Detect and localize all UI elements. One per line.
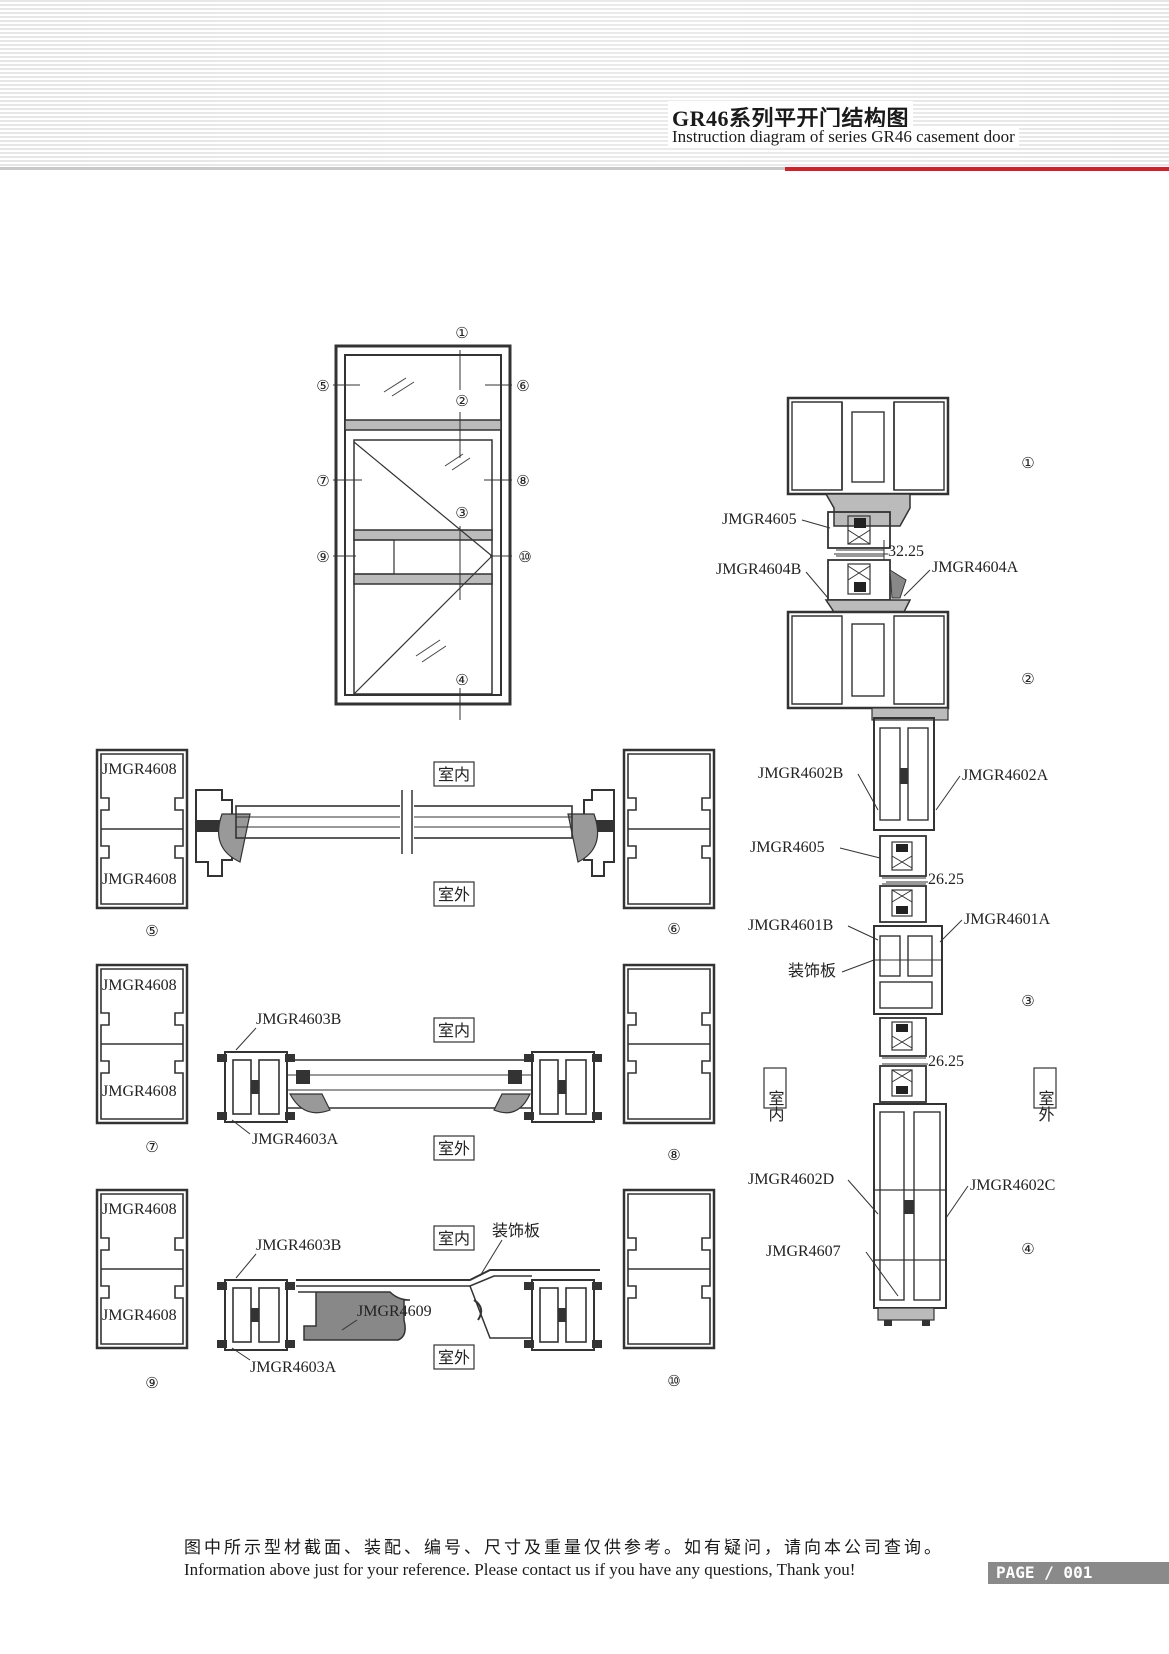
s5-number: ⑤ [145, 922, 158, 940]
callout-8: ⑧ [516, 472, 529, 490]
s8-number: ⑧ [667, 1146, 680, 1164]
header-rule-grey [0, 167, 785, 170]
s7-label-bottom: JMGR4608 [102, 1083, 177, 1100]
s5-label-top: JMGR4608 [102, 761, 177, 778]
vs-label-4602d: JMGR4602D [748, 1171, 834, 1188]
callout-3: ③ [455, 504, 468, 522]
vs-label-4602b: JMGR4602B [758, 765, 843, 782]
s10-number: ⑩ [667, 1372, 680, 1390]
s78-label-4603a: JMGR4603A [252, 1131, 339, 1148]
s910-indoor: 室内 [438, 1229, 470, 1248]
section-5-6: 室内 室外 JMGR4608 JMGR4608 ⑤ ⑥ [95, 748, 716, 940]
vs-dim-2: 26.25 [928, 871, 964, 888]
s910-decor-label: 装饰板 [492, 1221, 540, 1240]
s56-outdoor: 室外 [438, 885, 470, 904]
s78-indoor: 室内 [438, 1021, 470, 1040]
s9-number: ⑨ [145, 1374, 158, 1392]
vs-mark-1: ① [1021, 454, 1034, 472]
vs-label-4601b: JMGR4601B [748, 917, 833, 934]
section-9-10: 室内 室外 装饰板 JMGR4608 JMGR4608 JMGR4603B JM… [95, 1188, 716, 1392]
vs-label-4602c: JMGR4602C [970, 1177, 1055, 1194]
callout-7: ⑦ [316, 472, 329, 490]
callout-4: ④ [455, 671, 468, 689]
s910-label-4603b: JMGR4603B [256, 1237, 341, 1254]
vs-dim-3: 26.25 [928, 1053, 964, 1070]
callout-5: ⑤ [316, 377, 329, 395]
vs-dim-1: 32.25 [888, 543, 924, 560]
vs-label-4605-b: JMGR4605 [750, 839, 825, 856]
s5-label-bottom: JMGR4608 [102, 871, 177, 888]
vs-indoor: 室内 [766, 1090, 785, 1123]
vs-decor-label: 装饰板 [788, 961, 836, 980]
vs-label-4605-a: JMGR4605 [722, 511, 797, 528]
s6-number: ⑥ [667, 920, 680, 938]
vertical-section-labels: JMGR4605 32.25 JMGR4604B JMGR4604A JMGR4… [716, 454, 1057, 1297]
footer-note-en: Information above just for your referenc… [184, 1560, 856, 1579]
callout-10: ⑩ [518, 548, 531, 566]
header-rule-red [785, 167, 1169, 171]
vs-outdoor: 室外 [1036, 1090, 1055, 1122]
page-title-en: Instruction diagram of series GR46 casem… [668, 127, 1019, 147]
s56-indoor: 室内 [438, 765, 470, 784]
callout-2: ② [455, 392, 468, 410]
vs-mark-3: ③ [1021, 992, 1034, 1010]
vs-mark-4: ④ [1021, 1240, 1034, 1258]
s78-outdoor: 室外 [438, 1139, 470, 1158]
s7-number: ⑦ [145, 1138, 158, 1156]
s7-label-top: JMGR4608 [102, 977, 177, 994]
section-7-8: 室内 室外 JMGR4608 JMGR4608 JMGR4603B JMGR46… [95, 963, 716, 1164]
s78-label-4603b: JMGR4603B [256, 1011, 341, 1028]
vs-label-4604b: JMGR4604B [716, 561, 801, 578]
s9-label-bottom: JMGR4608 [102, 1307, 177, 1324]
s910-label-4603a: JMGR4603A [250, 1359, 337, 1376]
page-number-badge: PAGE / 001 [988, 1562, 1169, 1584]
vs-label-4601a: JMGR4601A [964, 911, 1051, 928]
footer-note-cn: 图中所示型材截面、装配、编号、尺寸及重量仅供参考。如有疑问，请向本公司查询。 [184, 1538, 944, 1558]
vs-label-4607: JMGR4607 [766, 1243, 841, 1260]
s910-label-4609: JMGR4609 [357, 1303, 432, 1320]
callout-6: ⑥ [516, 377, 529, 395]
vertical-section [786, 396, 950, 1326]
s910-outdoor: 室外 [438, 1348, 470, 1367]
door-elevation: ① ② ③ ④ ⑤ ⑥ ⑦ ⑧ ⑨ ⑩ [316, 324, 532, 720]
callout-1: ① [455, 324, 468, 342]
s9-label-top: JMGR4608 [102, 1201, 177, 1218]
callout-9: ⑨ [316, 548, 329, 566]
vs-label-4602a: JMGR4602A [962, 767, 1049, 784]
vs-mark-2: ② [1021, 670, 1034, 688]
vs-label-4604a: JMGR4604A [932, 559, 1019, 576]
